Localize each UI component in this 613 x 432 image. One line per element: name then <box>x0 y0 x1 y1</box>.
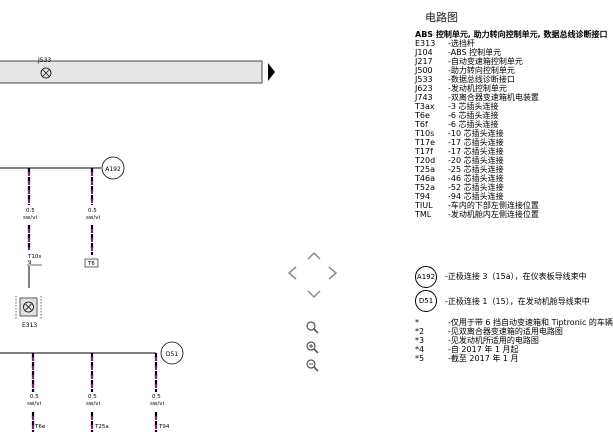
wire-1-size: 0.5 <box>26 208 35 214</box>
wire-2-color: sw/vi <box>86 215 100 221</box>
legend-item: T25a-25 芯插头连接 <box>415 165 504 174</box>
wire-1-color: sw/vi <box>23 215 37 221</box>
d51-label: D51 <box>166 351 178 358</box>
legend-item: T46a-46 芯插头连接 <box>415 174 504 183</box>
legend-item: T10s-10 芯插头连接 <box>415 129 504 138</box>
plug-t10s-label: T10s <box>27 254 41 260</box>
legend-item: J500-助力转向控制单元 <box>415 66 515 75</box>
zoom-out-icon <box>306 359 319 372</box>
j533-bar <box>0 60 263 84</box>
legend-item: TML-发动机舱内左侧连接位置 <box>415 210 539 219</box>
legend-item: J623-发动机控制单元 <box>415 84 507 93</box>
plug-t6-pin: T6 <box>87 261 95 267</box>
legend-item: E313-选挡杆 <box>415 39 475 48</box>
pan-down-button[interactable] <box>306 289 322 299</box>
chevron-right-icon <box>328 266 338 280</box>
pan-right-button[interactable] <box>326 265 338 281</box>
connection-d51-icon[interactable]: D51 <box>415 290 437 312</box>
zoom-reset-button[interactable] <box>305 340 319 354</box>
chevron-down-icon <box>307 290 321 299</box>
legend-item: T20d-20 芯插头连接 <box>415 156 504 165</box>
wire-5-color: sw/vi <box>150 401 164 407</box>
zoom-in-icon <box>306 321 319 334</box>
pan-up-button[interactable] <box>306 251 322 261</box>
d51-connector[interactable] <box>160 341 184 365</box>
connection-a192-desc: -正极连接 3（15a），在仪表板导线束中 <box>445 272 587 281</box>
footnote-item: *4-自 2017 年 1 月起 <box>415 345 519 354</box>
connection-d51-desc: -正极连接 1（15），在发动机舱导线束中 <box>445 297 590 306</box>
plug-t25a-label: T25a <box>94 424 109 430</box>
zoom-reset-icon <box>306 341 319 354</box>
bar-arrow-icon[interactable] <box>268 63 275 81</box>
footnote-item: *3-见发动机所适用的电路图 <box>415 336 539 345</box>
wire-4-color: sw/vi <box>86 401 100 407</box>
chevron-left-icon <box>287 266 297 280</box>
wire-4-size: 0.5 <box>88 394 97 400</box>
legend-title: ABS 控制单元, 助力转向控制单元, 数据总线诊断接口 <box>415 30 608 39</box>
footnote-item: *5-截至 2017 年 1 月 <box>415 354 519 363</box>
legend-item: T94-94 芯插头连接 <box>415 192 504 201</box>
footnote-item: *2-见双离合器变速箱的适用电路图 <box>415 327 563 336</box>
legend-item: T17e-17 芯插头连接 <box>415 138 504 147</box>
wire-5-size: 0.5 <box>152 394 161 400</box>
legend-item: T17f-17 芯插头连接 <box>415 147 504 156</box>
e313-label: E313 <box>22 322 37 329</box>
j533-ground-icon <box>40 67 52 79</box>
legend-item: T3ax-3 芯插头连接 <box>415 102 499 111</box>
page-title: 电路图 <box>425 11 458 24</box>
connection-a192-icon[interactable]: A192 <box>415 266 437 288</box>
footnote-item: *-仅用于带 6 挡自动变速箱和 Tiptronic 的车辆 <box>415 318 613 327</box>
legend-item: J217-自动变速箱控制单元 <box>415 57 523 66</box>
wiring-diagram: J533 A192 0.5 sw/vi 0.5 sw/vi T10s 9 T6 … <box>0 57 275 432</box>
legend-item: TIUL-车内的下部左侧连接位置 <box>415 201 539 210</box>
plug-t94-label: T94 <box>158 424 170 430</box>
j533-label: J533 <box>37 57 51 64</box>
plug-t6e-label: T6e <box>34 424 46 430</box>
legend-item: J743-双离合器变速箱机电装置 <box>415 93 539 102</box>
pan-left-button[interactable] <box>287 265 299 281</box>
e313-ground-icon <box>23 301 34 313</box>
chevron-up-icon <box>307 251 321 260</box>
plug-t6-box <box>84 258 99 268</box>
legend-item: T6e-6 芯插头连接 <box>415 111 499 120</box>
wire-3-size: 0.5 <box>30 394 39 400</box>
zoom-in-button[interactable] <box>305 320 319 334</box>
a192-connector[interactable] <box>101 156 125 180</box>
legend-item: J533-数据总线诊断接口 <box>415 75 515 84</box>
wire-3-color: sw/vi <box>27 401 41 407</box>
plug-t10s-pin: 9 <box>28 260 32 266</box>
zoom-out-button[interactable] <box>305 358 319 372</box>
a192-label: A192 <box>105 166 121 173</box>
legend-item: T6f-6 芯插头连接 <box>415 120 499 129</box>
wire-2-size: 0.5 <box>88 208 97 214</box>
legend-item: T52a-52 芯插头连接 <box>415 183 504 192</box>
legend-item: J104-ABS 控制单元 <box>415 48 502 57</box>
